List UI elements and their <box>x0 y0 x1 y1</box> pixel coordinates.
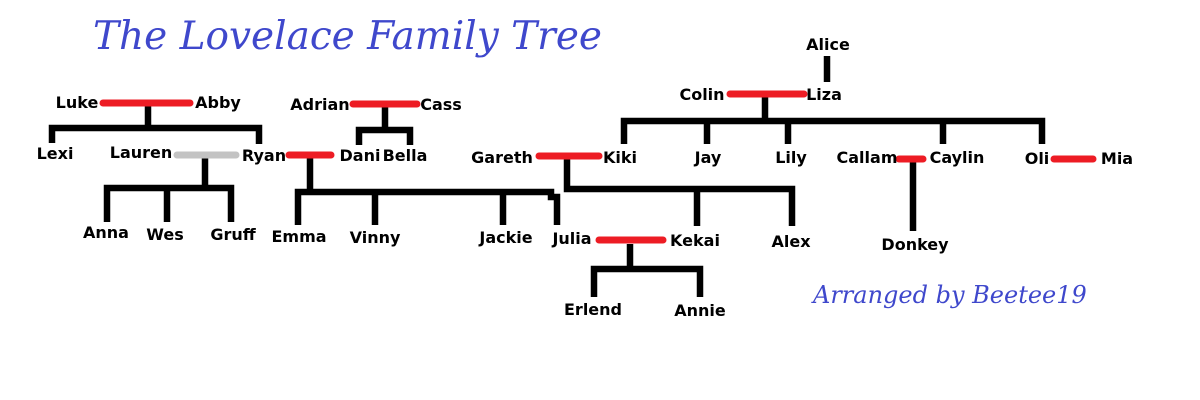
person-donkey: Donkey <box>881 235 949 254</box>
person-lauren: Lauren <box>109 143 173 162</box>
lauren-ryan-children-connector <box>103 158 235 222</box>
person-luke: Luke <box>55 93 99 112</box>
person-kekai: Kekai <box>670 231 720 250</box>
person-caylin: Caylin <box>929 148 985 167</box>
person-abby: Abby <box>195 93 241 112</box>
gareth-kiki-children-connector <box>563 159 796 226</box>
person-lexi: Lexi <box>36 144 74 163</box>
person-emma: Emma <box>271 227 327 246</box>
person-erlend: Erlend <box>564 300 622 319</box>
person-wes: Wes <box>146 225 184 244</box>
person-oli: Oli <box>1024 149 1050 168</box>
person-ryan: Ryan <box>241 146 287 165</box>
person-callam: Callam <box>836 148 898 167</box>
person-anna: Anna <box>83 223 129 242</box>
adrian-cass-children-connector <box>355 107 414 145</box>
person-lily: Lily <box>775 148 807 167</box>
person-jay: Jay <box>694 148 722 167</box>
person-cass: Cass <box>420 95 462 114</box>
luke-abby-children-connector <box>48 105 263 144</box>
person-adrian: Adrian <box>290 95 350 114</box>
person-annie: Annie <box>674 301 726 320</box>
person-vinny: Vinny <box>349 228 401 247</box>
person-kiki: Kiki <box>602 148 638 167</box>
person-colin: Colin <box>679 85 725 104</box>
page-title: The Lovelace Family Tree <box>93 14 602 59</box>
person-jackie: Jackie <box>479 228 533 247</box>
person-bella: Bella <box>382 146 428 165</box>
person-alex: Alex <box>771 232 811 251</box>
credit-text: Arranged by Beetee19 <box>813 281 1087 309</box>
person-gareth: Gareth <box>471 148 533 167</box>
person-liza: Liza <box>806 85 842 104</box>
person-alice: Alice <box>806 35 850 54</box>
ryan-dani-children-connector <box>294 158 561 225</box>
person-mia: Mia <box>1100 149 1134 168</box>
colin-liza-children-connector <box>620 97 1046 144</box>
person-julia: Julia <box>552 229 592 248</box>
person-gruff: Gruff <box>210 225 256 244</box>
person-dani: Dani <box>339 146 381 165</box>
julia-kekai-children-connector <box>590 244 704 297</box>
